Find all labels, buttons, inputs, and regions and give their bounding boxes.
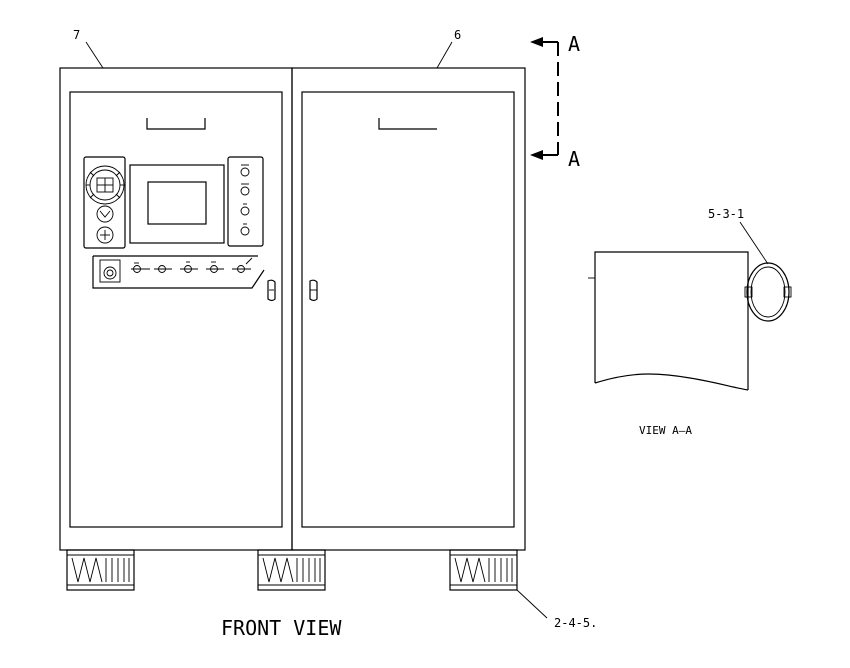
section-view-title: VIEW A–A: [639, 424, 692, 437]
section-view: [588, 251, 792, 391]
leader-6: [436, 41, 453, 69]
section-marker: A A: [530, 32, 580, 171]
right-door-handle: [309, 279, 318, 302]
foot-center: [257, 549, 326, 591]
callout-7: 7: [73, 28, 80, 42]
section-letter-top: A: [568, 32, 580, 56]
dial-gauge: [85, 165, 125, 205]
control-panel: [83, 156, 265, 289]
indicator-lights: [240, 164, 250, 236]
round-meter: [96, 205, 114, 223]
selector-knob: [96, 226, 114, 244]
emergency-switch: [99, 259, 121, 283]
foot-right: [449, 549, 518, 591]
right-cabinet: [291, 67, 526, 551]
foot-left: [66, 549, 135, 591]
rotary-switches: [131, 257, 253, 273]
leader-7: [85, 41, 104, 69]
front-view-title: FRONT VIEW: [221, 616, 342, 640]
left-door-handle: [267, 279, 276, 302]
section-letter-bottom: A: [568, 147, 580, 171]
display-screen: [129, 164, 225, 244]
leader-2-4-5: [516, 589, 548, 619]
handle-loop: [744, 262, 792, 322]
left-cabinet: [59, 67, 293, 551]
leader-5-3-1: [739, 221, 769, 265]
callout-2-4-5: 2-4-5.: [554, 616, 597, 630]
callout-5-3-1: 5-3-1: [708, 207, 744, 221]
callout-6: 6: [454, 28, 461, 42]
